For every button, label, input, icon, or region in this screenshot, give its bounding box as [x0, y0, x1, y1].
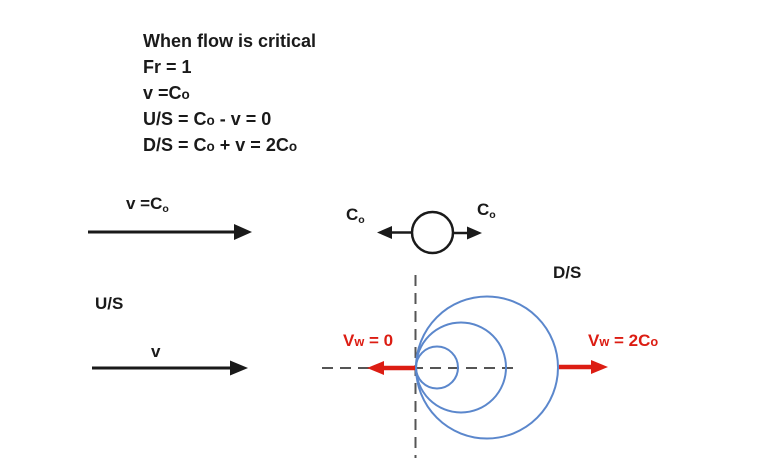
formula-upstream: U/S = Co - v = 0	[143, 109, 272, 129]
downstream-wavefront-arrow	[559, 360, 608, 374]
disturbance-source-circle	[410, 210, 455, 255]
formula-downstream: D/S = Co + v = 2Co	[143, 135, 298, 155]
downstream-label: D/S	[553, 263, 582, 282]
downstream-wavefront-label: Vw = 2Co	[588, 331, 659, 350]
stationary-wavefront-arrow	[367, 361, 415, 375]
formula-velocity: v =Co	[143, 83, 190, 103]
wave-speed-left-arrow	[377, 226, 411, 239]
wave-speed-right-arrow	[453, 226, 482, 240]
wave-speed-left-label: Co	[346, 205, 365, 227]
stationary-wavefront-label: Vw = 0	[343, 331, 394, 350]
wave-speed-right-label: Co	[477, 200, 496, 222]
flow-velocity-arrow	[88, 224, 252, 240]
velocity-label: v	[151, 342, 161, 361]
upstream-velocity-arrow	[92, 360, 248, 376]
heading: When flow is critical	[143, 31, 317, 51]
upstream-label: U/S	[95, 294, 124, 313]
wave-circle-large	[415, 295, 559, 440]
flow-velocity-label: v =Co	[126, 194, 169, 216]
formula-froude: Fr = 1	[143, 57, 192, 77]
